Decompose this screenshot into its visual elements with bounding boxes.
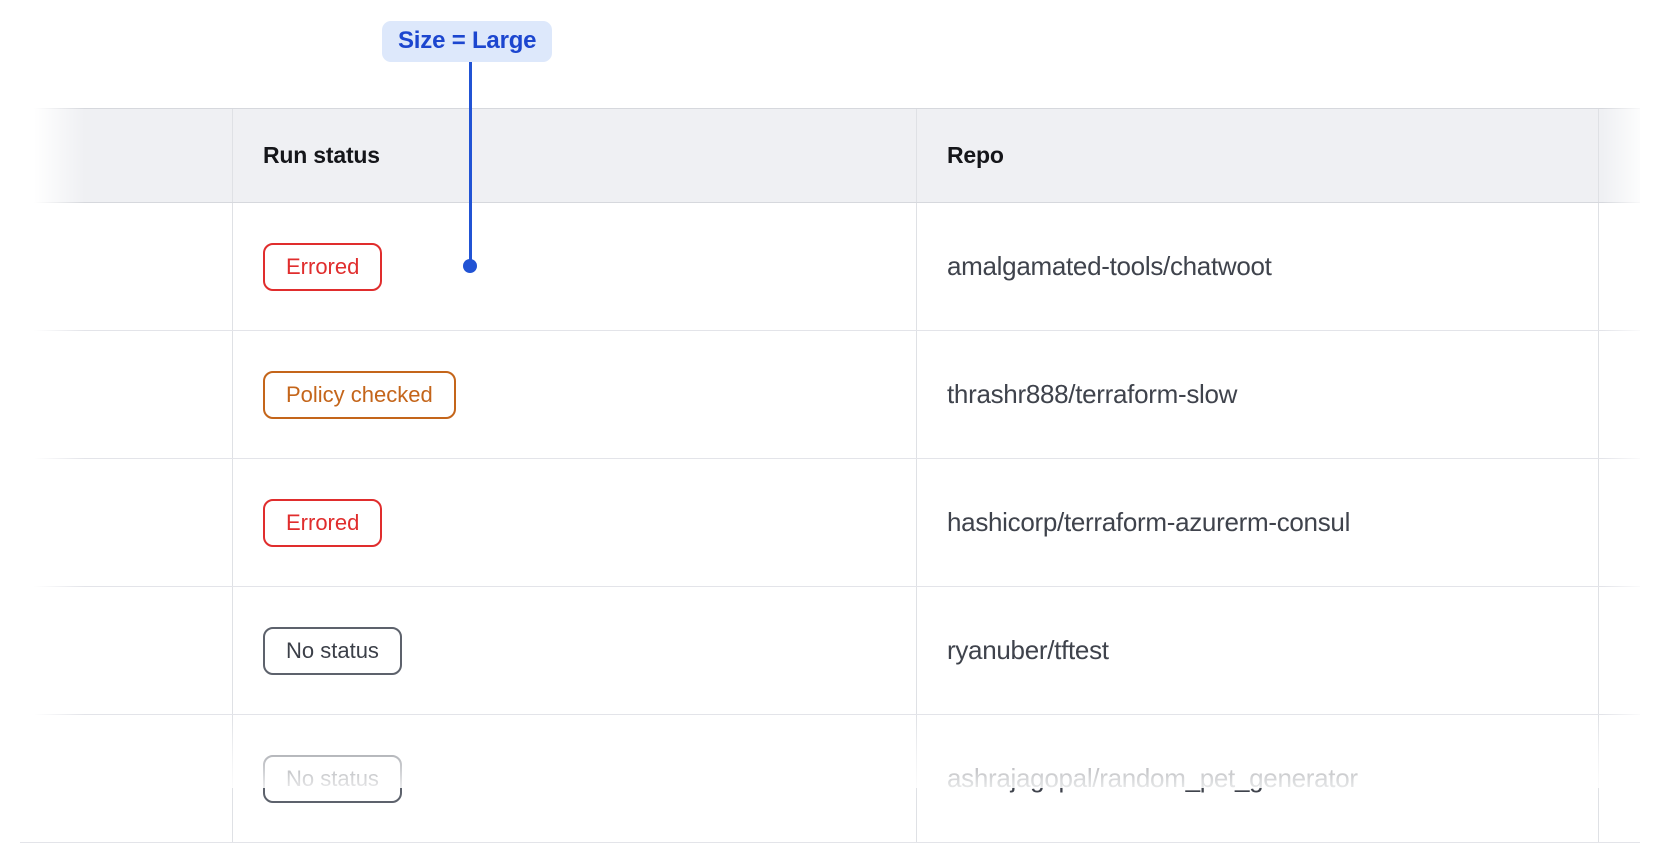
row-cell-clipped <box>1598 459 1640 586</box>
row-cell-blank <box>20 715 232 842</box>
repo-name: hashicorp/terraform-azurerm-consul <box>947 507 1351 537</box>
row-cell-blank <box>20 331 232 458</box>
repo-name: ashrajagopal/random_pet_generator <box>947 763 1358 793</box>
row-cell-clipped <box>1598 203 1640 330</box>
table-row[interactable]: Policy checked thrashr888/terraform-slow <box>20 331 1640 459</box>
row-cell-blank <box>20 587 232 714</box>
annotation-pointer-line <box>469 58 472 260</box>
run-status-column-label: Run status <box>263 142 380 168</box>
repo-name: amalgamated-tools/chatwoot <box>947 251 1272 281</box>
row-cell-status: Policy checked <box>232 331 916 458</box>
run-status-badge: No status <box>263 754 402 803</box>
table-row[interactable]: No status ryanuber/tftest <box>20 587 1640 715</box>
row-cell-status: Errored <box>232 203 916 330</box>
row-cell-clipped <box>1598 587 1640 714</box>
run-status-badge: Errored <box>263 242 383 291</box>
row-cell-status: No status <box>232 715 916 842</box>
row-cell-repo: ryanuber/tftest <box>916 587 1598 714</box>
repo-name: thrashr888/terraform-slow <box>947 379 1238 409</box>
run-status-badge: No status <box>263 626 402 675</box>
repo-name: ryanuber/tftest <box>947 635 1109 665</box>
annotation-pointer-dot <box>463 259 477 273</box>
table-row[interactable]: Errored amalgamated-tools/chatwoot <box>20 203 1640 331</box>
table-row[interactable]: No status ashrajagopal/random_pet_genera… <box>20 715 1640 843</box>
row-cell-status: No status <box>232 587 916 714</box>
run-status-badge: Policy checked <box>263 370 456 419</box>
row-cell-blank <box>20 203 232 330</box>
table-header-row: Run status Repo <box>20 108 1640 203</box>
header-cell-clipped <box>1598 109 1640 202</box>
header-cell-repo: Repo <box>916 109 1598 202</box>
size-annotation-callout: Size = Large <box>382 21 553 62</box>
row-cell-blank <box>20 459 232 586</box>
row-cell-repo: amalgamated-tools/chatwoot <box>916 203 1598 330</box>
row-cell-clipped <box>1598 715 1640 842</box>
row-cell-status: Errored <box>232 459 916 586</box>
row-cell-repo: thrashr888/terraform-slow <box>916 331 1598 458</box>
header-cell-blank <box>20 109 232 202</box>
header-cell-run-status: Run status <box>232 109 916 202</box>
row-cell-clipped <box>1598 331 1640 458</box>
row-cell-repo: ashrajagopal/random_pet_generator <box>916 715 1598 842</box>
table-row[interactable]: Errored hashicorp/terraform-azurerm-cons… <box>20 459 1640 587</box>
repo-column-label: Repo <box>947 142 1004 168</box>
runs-table: Run status Repo Errored amalgamated-tool… <box>20 108 1640 843</box>
run-status-badge: Errored <box>263 498 383 547</box>
row-cell-repo: hashicorp/terraform-azurerm-consul <box>916 459 1598 586</box>
